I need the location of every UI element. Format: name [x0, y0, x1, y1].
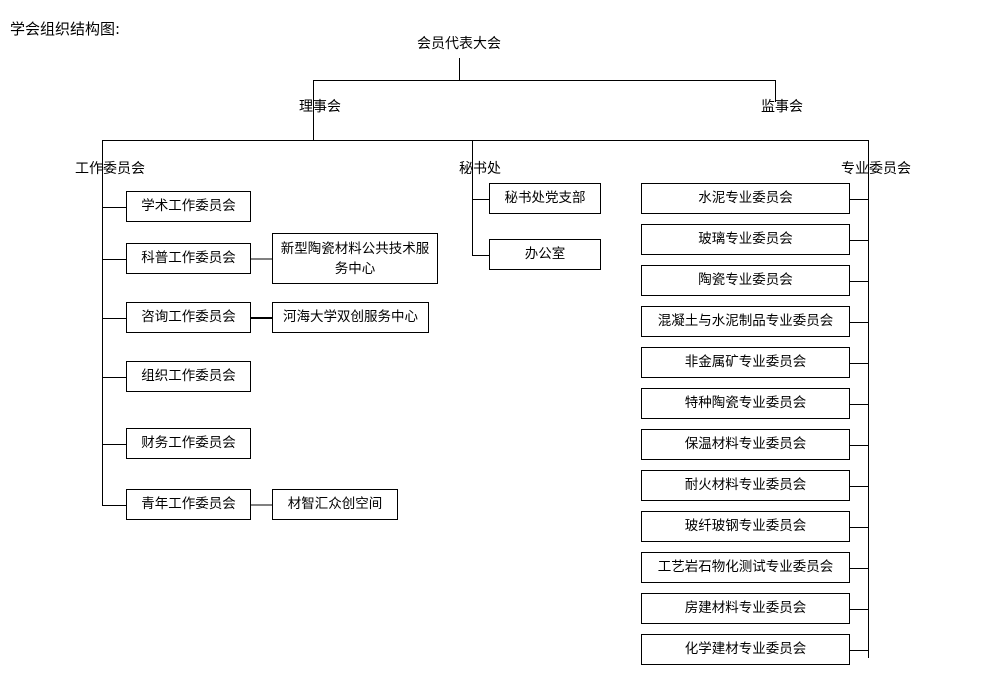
- connector-work-6: [102, 504, 126, 506]
- connector-professional-9: [850, 526, 868, 528]
- professional-committee-box-4[interactable]: 混凝土与水泥制品专业委员会: [641, 306, 850, 337]
- professional-committee-box-10[interactable]: 工艺岩石物化测试专业委员会: [641, 552, 850, 583]
- professional-committee-box-7[interactable]: 保温材料专业委员会: [641, 429, 850, 460]
- node-supervisory[interactable]: 监事会: [761, 99, 803, 115]
- connector-secretariat-2: [472, 254, 489, 256]
- connector-second-bus: [102, 140, 869, 141]
- connector-professional-3: [850, 280, 868, 282]
- node-council[interactable]: 理事会: [299, 99, 341, 115]
- spine-professional-committees: [868, 140, 869, 658]
- branch-label-professional[interactable]: 专业委员会: [841, 161, 911, 177]
- connector-affiliate-6: [251, 503, 272, 506]
- professional-committee-box-11[interactable]: 房建材料专业委员会: [641, 593, 850, 624]
- professional-committee-box-6[interactable]: 特种陶瓷专业委员会: [641, 388, 850, 419]
- connector-work-2: [102, 258, 126, 260]
- connector-affiliate-2: [251, 257, 272, 260]
- connector-professional-10: [850, 567, 868, 569]
- professional-committee-box-2[interactable]: 玻璃专业委员会: [641, 224, 850, 255]
- connector-work-5: [102, 443, 126, 445]
- work-committee-box-5[interactable]: 财务工作委员会: [126, 428, 251, 459]
- connector-professional-12: [850, 649, 868, 651]
- work-committee-box-4[interactable]: 组织工作委员会: [126, 361, 251, 392]
- connector-affiliate-3: [251, 316, 272, 319]
- work-committee-box-1[interactable]: 学术工作委员会: [126, 191, 251, 222]
- professional-committee-box-8[interactable]: 耐火材料专业委员会: [641, 470, 850, 501]
- connector-professional-4: [850, 321, 868, 323]
- work-committee-box-2[interactable]: 科普工作委员会: [126, 243, 251, 274]
- connector-professional-5: [850, 362, 868, 364]
- spine-secretariat: [472, 140, 473, 255]
- affiliate-box-6[interactable]: 材智汇众创空间: [272, 489, 398, 520]
- connector-professional-7: [850, 444, 868, 446]
- professional-committee-box-1[interactable]: 水泥专业委员会: [641, 183, 850, 214]
- connector-professional-1: [850, 198, 868, 200]
- work-committee-box-3[interactable]: 咨询工作委员会: [126, 302, 251, 333]
- secretariat-box-1[interactable]: 秘书处党支部: [489, 183, 601, 214]
- connector-professional-2: [850, 239, 868, 241]
- connector-professional-6: [850, 403, 868, 405]
- connector-secretariat-1: [472, 198, 489, 200]
- connector-supervisory-drop: [775, 80, 776, 102]
- connector-professional-8: [850, 485, 868, 487]
- connector-professional-11: [850, 608, 868, 610]
- branch-label-secretariat[interactable]: 秘书处: [459, 161, 501, 177]
- connector-top-bus: [313, 80, 776, 81]
- connector-work-1: [102, 206, 126, 208]
- connector-work-4: [102, 376, 126, 378]
- spine-work-committees: [102, 140, 103, 506]
- secretariat-box-2[interactable]: 办公室: [489, 239, 601, 270]
- branch-label-work[interactable]: 工作委员会: [75, 161, 145, 177]
- affiliate-box-2[interactable]: 新型陶瓷材料公共技术服务中心: [272, 233, 438, 284]
- work-committee-box-6[interactable]: 青年工作委员会: [126, 489, 251, 520]
- professional-committee-box-3[interactable]: 陶瓷专业委员会: [641, 265, 850, 296]
- connector-work-3: [102, 317, 126, 319]
- professional-committee-box-5[interactable]: 非金属矿专业委员会: [641, 347, 850, 378]
- professional-committee-box-12[interactable]: 化学建材专业委员会: [641, 634, 850, 665]
- page-title: 学会组织结构图:: [10, 20, 121, 38]
- connector-council-drop: [313, 80, 314, 140]
- professional-committee-box-9[interactable]: 玻纤玻钢专业委员会: [641, 511, 850, 542]
- node-assembly[interactable]: 会员代表大会: [417, 36, 501, 52]
- connector-assembly-stem: [459, 58, 460, 80]
- affiliate-box-3[interactable]: 河海大学双创服务中心: [272, 302, 429, 333]
